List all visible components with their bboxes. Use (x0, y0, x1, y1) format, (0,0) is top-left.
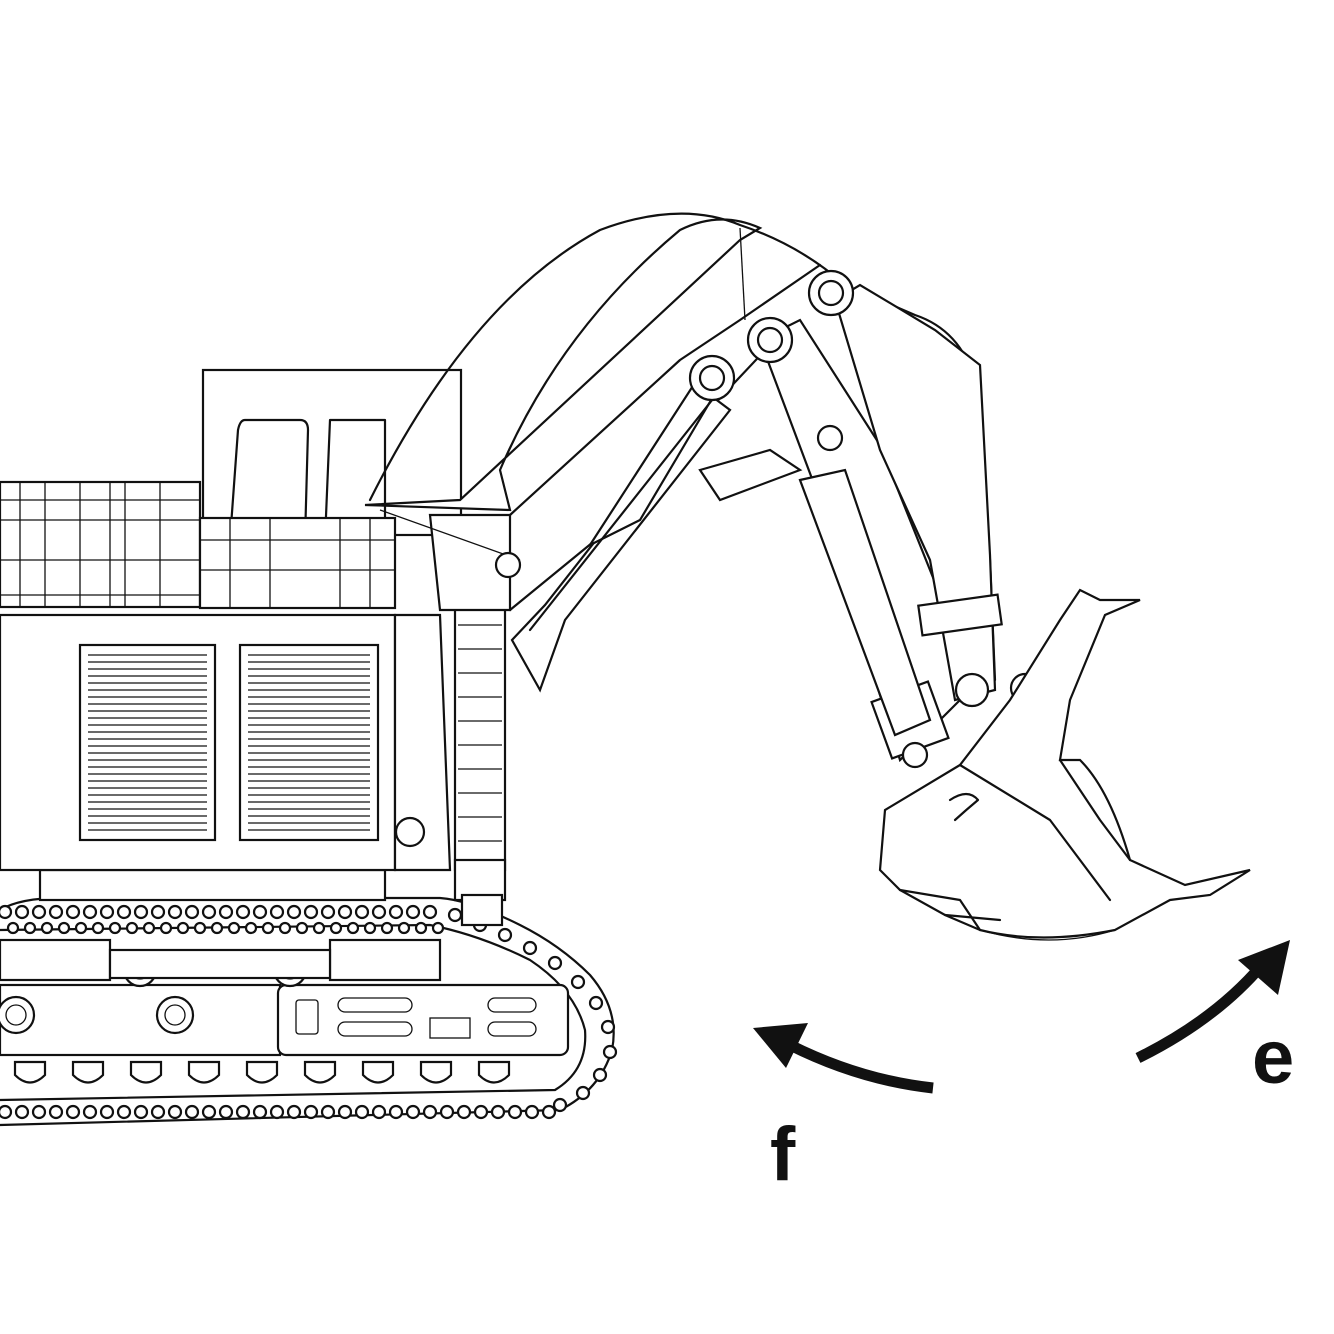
ladder-rungs (458, 624, 502, 842)
crawler-track (0, 896, 618, 1127)
operator-cab (201, 368, 463, 537)
upper-house (0, 368, 512, 927)
track-pads (13, 1060, 511, 1084)
grille-slats (88, 654, 370, 831)
track-frame (0, 983, 282, 1057)
engine-grille-right (238, 643, 380, 842)
motion-label-e: e (1252, 1015, 1294, 1100)
engine-grille-left (78, 643, 217, 842)
access-ladder (453, 603, 507, 872)
bucket (878, 588, 1251, 941)
track-shoes-top (0, 904, 445, 935)
track-shoes-bottom (0, 907, 618, 1120)
track-frame-end (276, 983, 570, 1057)
motion-label-f: f (770, 1112, 796, 1197)
bucket-cylinder (698, 448, 932, 737)
arrow-e (1135, 940, 1290, 1063)
arrow-f (753, 1023, 934, 1094)
slew-ring (38, 868, 387, 902)
